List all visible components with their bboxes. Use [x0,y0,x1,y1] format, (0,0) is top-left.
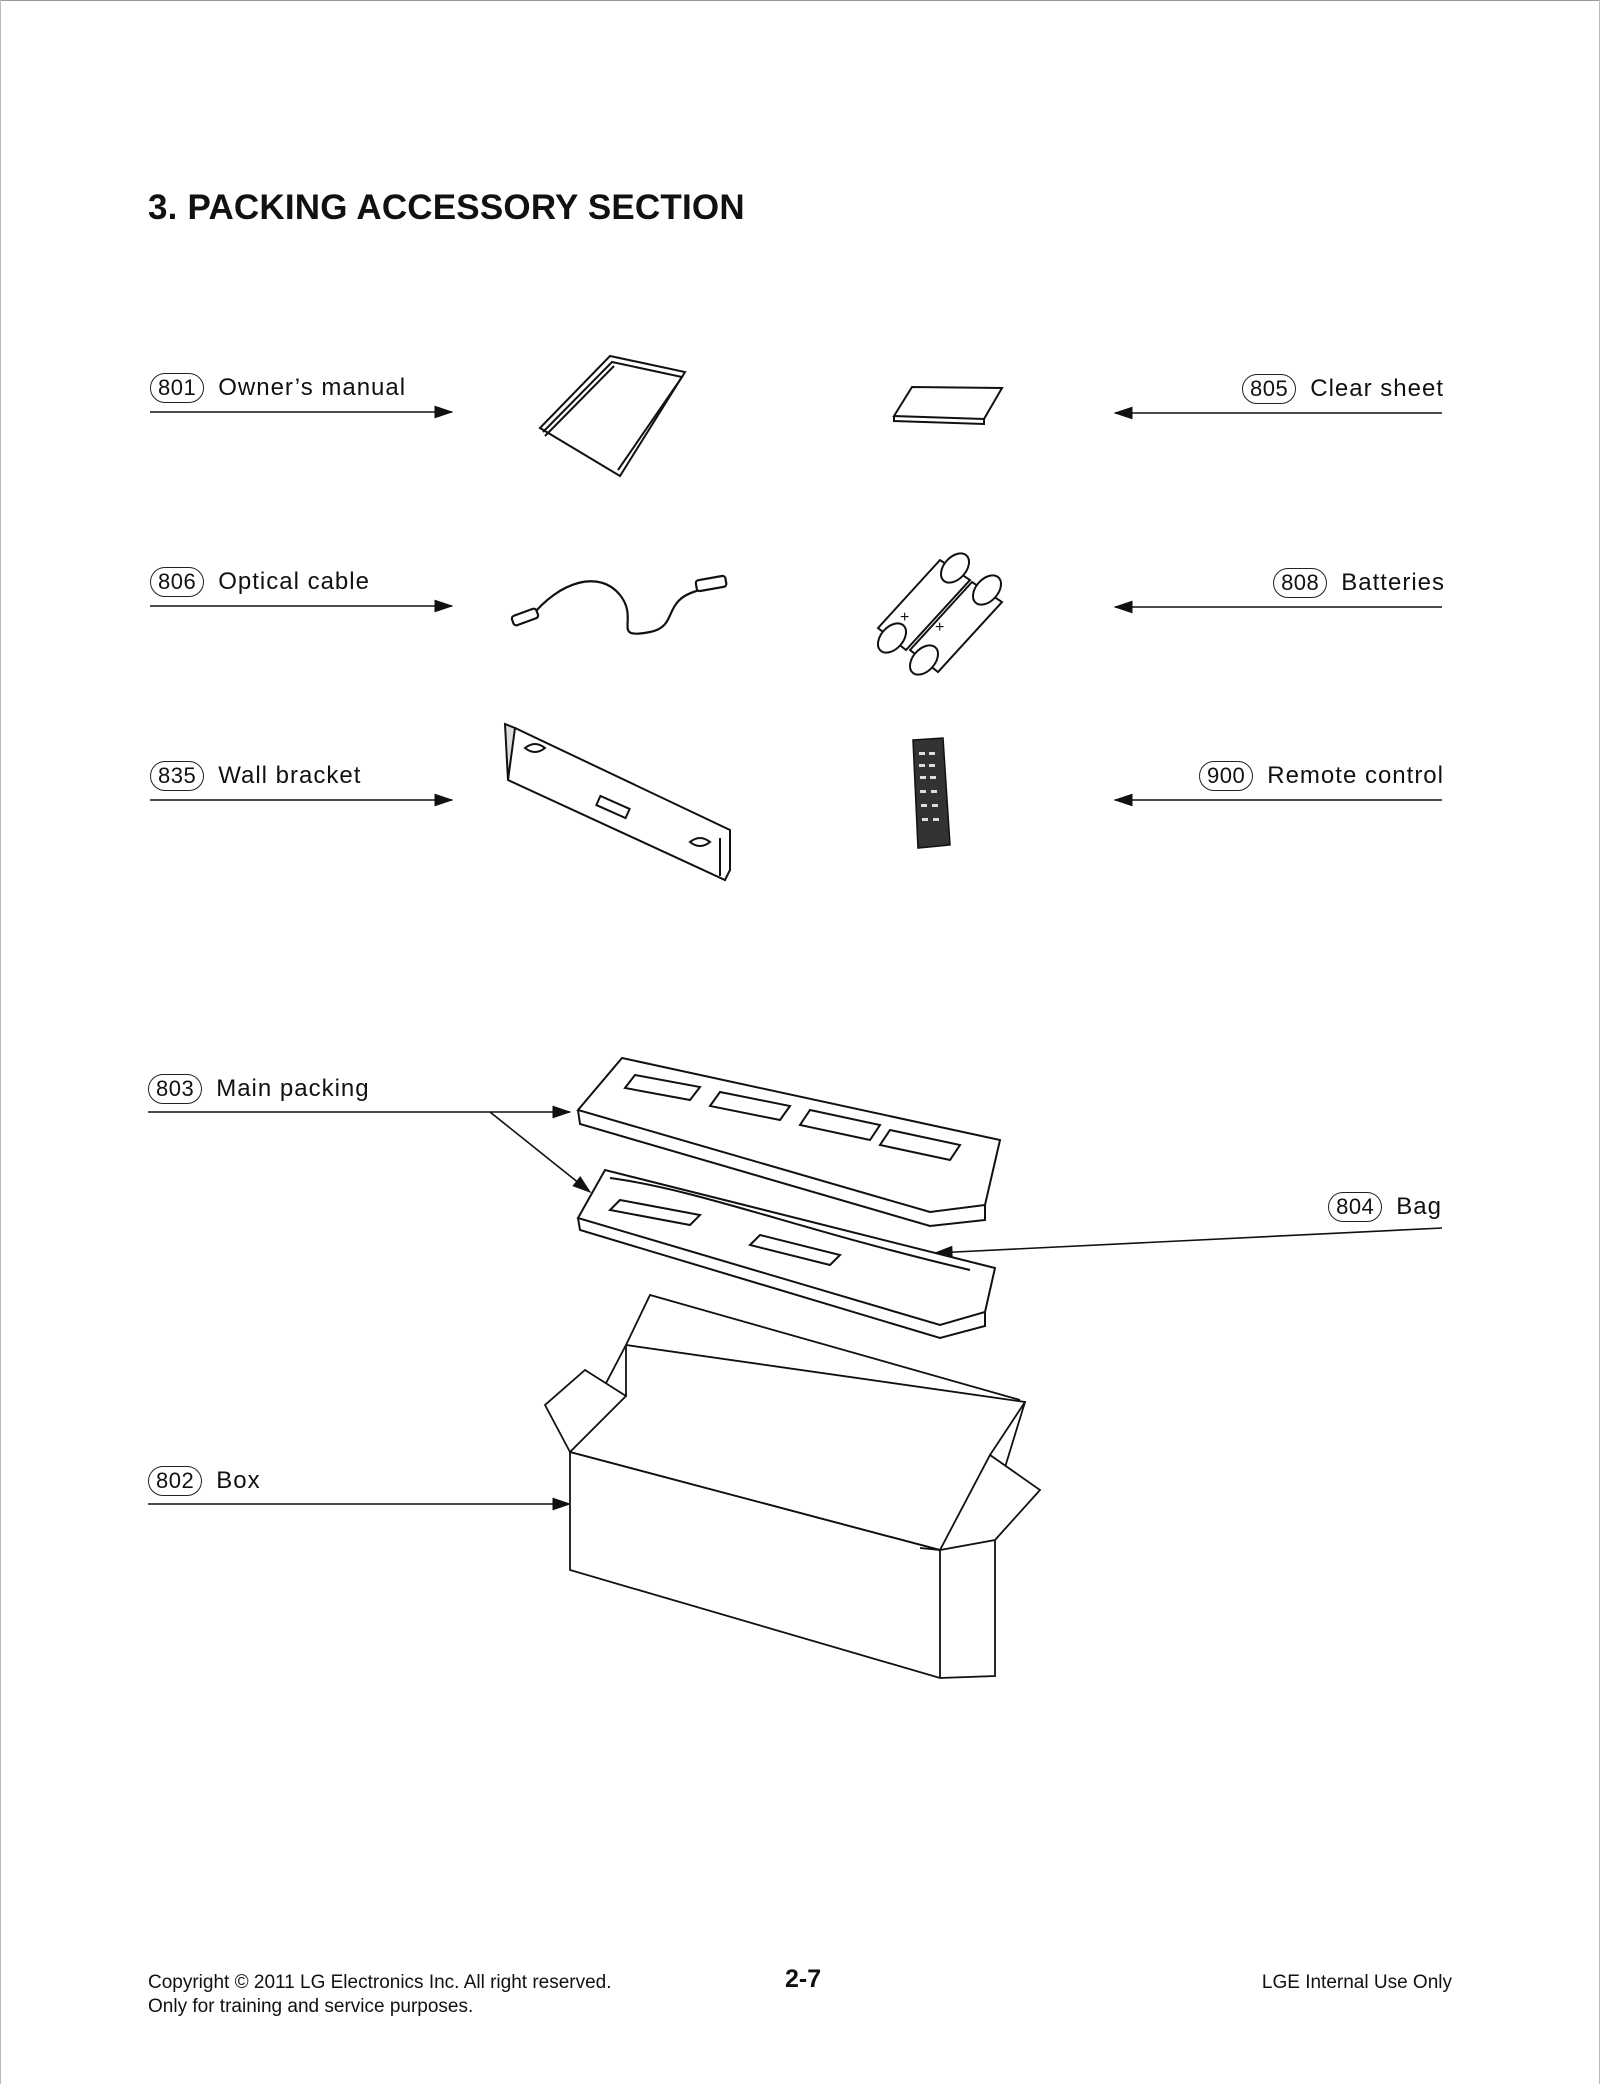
label-main-packing: 803 Main packing [148,1073,370,1105]
main-packing-lower-drawing [576,1168,997,1340]
part-number: 802 [148,1466,203,1496]
footer-copyright: Copyright © 2011 LG Electronics Inc. All… [148,1972,612,1993]
main-packing-upper-drawing [576,1056,1002,1228]
part-number: 805 [1242,374,1297,404]
wall-bracket-drawing [503,722,731,882]
part-number: 804 [1328,1192,1383,1222]
section-title: 3. PACKING ACCESSORY SECTION [148,188,745,227]
part-name: Box [216,1467,261,1494]
label-optical-cable: 806 Optical cable [150,566,370,598]
svg-text:+: + [935,619,944,636]
footer-purpose: Only for training and service purposes. [148,1996,474,2017]
part-name: Remote control [1267,762,1444,789]
owners-manual-drawing [538,354,687,478]
box-drawing [543,1293,1042,1679]
optical-cable-drawing [510,574,728,635]
footer-internal-use: LGE Internal Use Only [1261,1972,1452,1993]
part-number: 803 [148,1074,203,1104]
label-batteries: 808 Batteries [1273,567,1445,599]
part-name: Wall bracket [218,762,362,789]
remote-control-drawing [912,737,951,849]
part-number: 801 [150,373,205,403]
svg-text:+: + [900,609,909,626]
page-border-top [0,0,1600,1]
part-name: Bag [1396,1193,1442,1220]
label-clear-sheet: 805 Clear sheet [1242,373,1444,405]
part-number: 835 [150,761,205,791]
label-wall-bracket: 835 Wall bracket [150,760,361,792]
batteries-drawing: + + [876,552,1004,676]
label-box: 802 Box [148,1465,261,1497]
part-number: 808 [1273,568,1328,598]
page-border-left [0,0,1,2084]
clear-sheet-drawing [892,385,1004,426]
part-number: 806 [150,567,205,597]
part-number: 900 [1199,761,1254,791]
part-name: Clear sheet [1310,375,1444,402]
part-name: Main packing [216,1075,370,1102]
part-name: Batteries [1341,569,1445,596]
part-name: Owner’s manual [218,374,407,401]
page-number: 2-7 [785,1965,822,1993]
label-bag: 804 Bag [1328,1191,1442,1223]
part-name: Optical cable [218,568,370,595]
leader-arrow-804 [933,1227,1443,1259]
label-remote-control: 900 Remote control [1199,760,1444,792]
label-owners-manual: 801 Owner’s manual [150,372,406,404]
leader-arrow-803b [489,1111,592,1193]
